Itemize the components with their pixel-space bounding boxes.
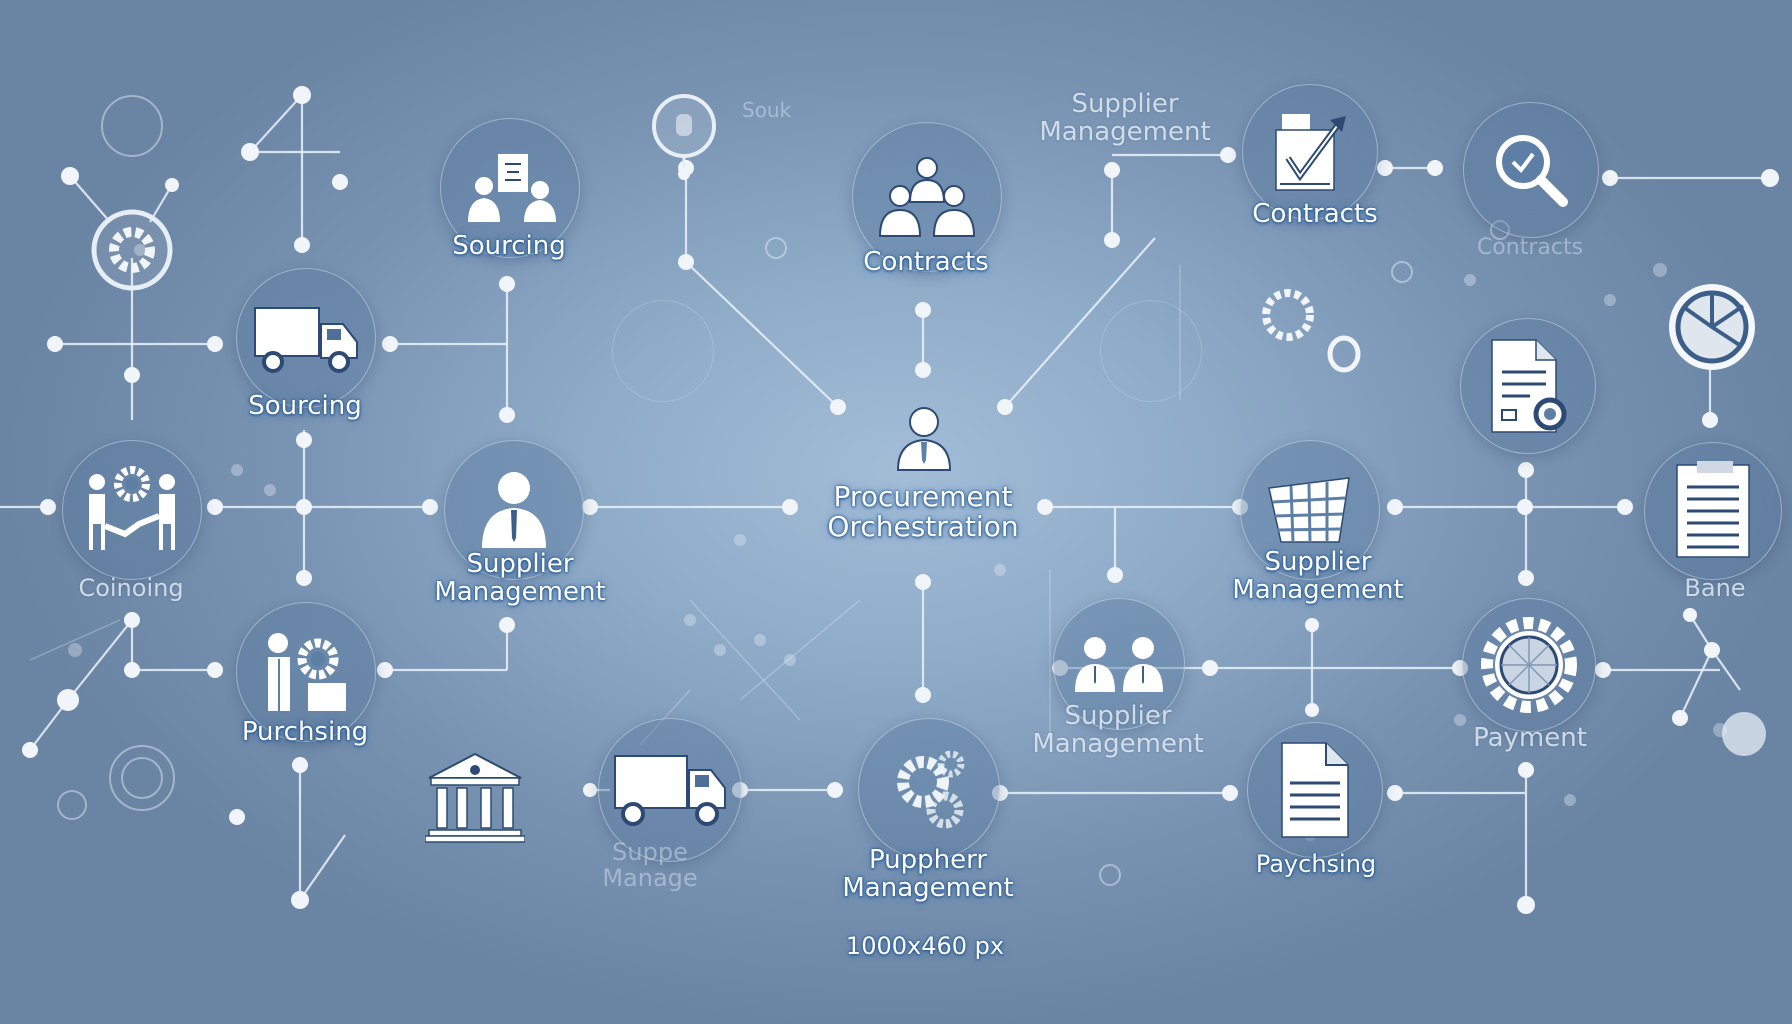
gears-icon xyxy=(897,750,965,829)
label-sourcing-top: Sourcing xyxy=(452,231,566,261)
pie-chart-icon[interactable] xyxy=(1667,282,1757,372)
label-payment: Payment xyxy=(1473,723,1587,753)
sun-icon xyxy=(1720,710,1768,758)
node-sourcing-truck[interactable] xyxy=(236,268,376,408)
node-coinoing[interactable] xyxy=(62,440,202,580)
label-line1: Supplier xyxy=(1264,547,1372,577)
label-line2: Management xyxy=(842,873,1014,904)
cart-icon xyxy=(1268,477,1350,543)
ring-icon xyxy=(1324,332,1364,376)
label-line2: Manage xyxy=(602,863,698,892)
center-person-icon xyxy=(888,402,960,474)
label-paychsing: Paychsing xyxy=(1255,850,1377,878)
node-supplier-mgmt-left[interactable] xyxy=(444,440,584,580)
node-bane[interactable] xyxy=(1644,442,1782,580)
document-icon xyxy=(1281,742,1349,838)
magnifier-check-icon xyxy=(1496,135,1568,207)
label-contracts-ghost: Contracts xyxy=(1476,235,1584,260)
center-label-line2: Orchestration xyxy=(827,510,1019,544)
document-search-icon xyxy=(1491,339,1567,433)
two-people-icon xyxy=(1075,637,1163,692)
label-souk: Souk xyxy=(742,98,792,122)
gear-outline-icon xyxy=(1255,282,1321,348)
node-purchasing-left[interactable] xyxy=(236,602,376,742)
label-line2: Management xyxy=(1032,729,1204,760)
node-sourcing-top[interactable] xyxy=(440,118,580,258)
checklist-arrow-icon xyxy=(1275,114,1346,191)
gear-outline-icon xyxy=(90,208,174,292)
label-sourcing-truck: Sourcing xyxy=(248,391,362,421)
gear-chart-icon xyxy=(1481,617,1577,713)
label-line2: Management xyxy=(1039,117,1211,148)
label-supplier-mgmt-cart: Supplier Management xyxy=(1218,548,1418,604)
label-supplier-mgmt-top[interactable]: Supplier Management xyxy=(1030,90,1220,146)
label-line2: Management xyxy=(1232,575,1404,606)
center-label[interactable]: Procurement Orchestration xyxy=(818,480,1028,544)
label-line1: Supplier xyxy=(1064,701,1172,731)
handshake-gear-icon xyxy=(89,466,175,550)
faint-gear-hub xyxy=(1100,300,1202,402)
faint-gear-hub xyxy=(612,300,714,402)
center-label-line1: Procurement xyxy=(833,480,1013,513)
node-contracts-check[interactable] xyxy=(1242,84,1378,220)
node-paychsing[interactable] xyxy=(1247,722,1383,858)
team-document-icon xyxy=(468,154,556,222)
label-purchasing-left: Purchsing xyxy=(241,717,369,747)
node-supplier-mgmt-cart[interactable] xyxy=(1240,440,1380,580)
bank-icon[interactable] xyxy=(425,752,525,844)
label-line1: Puppherr xyxy=(868,845,988,875)
label-contracts-check: Contracts xyxy=(1252,199,1378,229)
node-contracts-team[interactable] xyxy=(852,122,1002,272)
label-contracts-team: Contracts xyxy=(863,247,989,277)
clipboard-icon xyxy=(1676,461,1750,558)
team-icon xyxy=(878,157,976,237)
magnifier-icon xyxy=(648,90,720,180)
node-doc-search[interactable] xyxy=(1460,318,1596,454)
person-gear-icon xyxy=(268,633,346,711)
label-line2: Management xyxy=(434,577,606,608)
footer-dimensions-note: 1000x460 px xyxy=(845,932,1005,960)
label-bane: Bane xyxy=(1684,574,1746,602)
node-payment[interactable] xyxy=(1462,598,1596,732)
label-line1: Suppe xyxy=(612,838,688,866)
label-line1: Supplier xyxy=(1071,89,1179,119)
truck-icon xyxy=(254,307,358,373)
label-supplier-mgmt-duo: Supplier Management xyxy=(1018,702,1218,758)
label-line1: Supplier xyxy=(466,549,574,579)
node-contracts-search[interactable] xyxy=(1463,102,1599,238)
truck-icon xyxy=(614,755,726,826)
person-icon xyxy=(482,472,546,548)
node-supplier-mgmt-duo[interactable] xyxy=(1053,598,1185,730)
node-pupphern[interactable] xyxy=(858,718,1000,860)
label-truck-bottom: Suppe Manage xyxy=(580,838,720,892)
label-supplier-mgmt-left: Supplier Management xyxy=(420,550,620,606)
label-pupphern: Puppherr Management xyxy=(828,846,1028,902)
node-truck-bottom[interactable] xyxy=(598,718,742,862)
label-coinoing: Coinoing xyxy=(78,574,184,602)
